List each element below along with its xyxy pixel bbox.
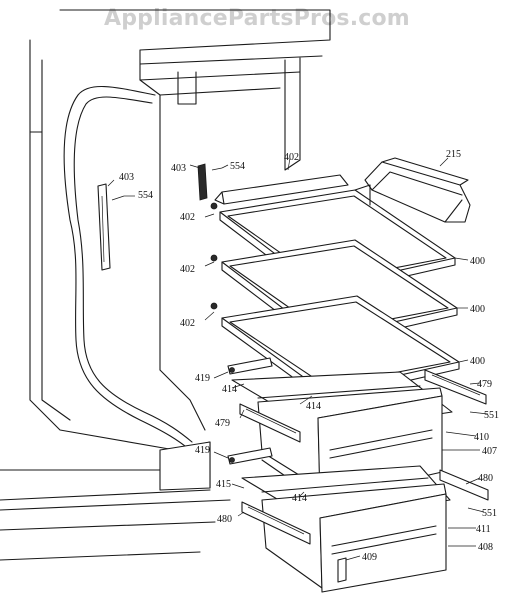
callout-419-upper: 419: [195, 373, 210, 384]
dairy-tray-215: [364, 157, 471, 223]
slide-rail-480-right: [439, 469, 489, 501]
callout-554-left: 554: [138, 190, 153, 201]
screw-554-rear: [211, 167, 223, 171]
roller-419-lower: [227, 447, 273, 465]
screw-554-left: [111, 195, 125, 201]
callout-403-rear: 403: [171, 163, 186, 174]
callout-551-upper: 551: [484, 410, 499, 421]
callout-410: 410: [474, 432, 489, 443]
crisper-drawer-408: [261, 483, 447, 593]
callout-403-left: 403: [119, 172, 134, 183]
callout-402-3: 402: [180, 318, 195, 329]
callout-415: 415: [216, 479, 231, 490]
callout-402-top: 402: [284, 152, 299, 163]
callout-labels: 403 554 403 554 402 215 402 402 402 400 …: [119, 149, 499, 563]
callout-551-lower: 551: [482, 508, 497, 519]
callout-414-lower: 414: [292, 493, 307, 504]
leader-lines: [107, 157, 489, 561]
pin-402-1: [210, 202, 218, 210]
callout-407: 407: [482, 446, 497, 457]
callout-400-2: 400: [470, 304, 485, 315]
callout-411: 411: [476, 524, 491, 535]
pin-402-3: [210, 302, 218, 310]
callout-414-mid: 414: [306, 401, 321, 412]
rear-shelf-support-rail: [197, 163, 208, 201]
pin-402-2: [210, 254, 218, 262]
slide-rail-479-right: [424, 369, 487, 405]
callout-400-3: 400: [470, 356, 485, 367]
callout-400-1: 400: [470, 256, 485, 267]
callout-480-left: 480: [217, 514, 232, 525]
cabinet-liner: [0, 9, 331, 561]
callout-402-2: 402: [180, 264, 195, 275]
left-shelf-support-rail: [97, 183, 111, 271]
slide-rail-479-left: [239, 403, 301, 443]
callout-479-left: 479: [215, 418, 230, 429]
callout-479-right: 479: [477, 379, 492, 390]
slide-rail-480-left: [241, 501, 311, 545]
callout-414-left: 414: [222, 384, 237, 395]
callout-419-lower: 419: [195, 445, 210, 456]
callout-408: 408: [478, 542, 493, 553]
callout-402-1: 402: [180, 212, 195, 223]
callout-554-rear: 554: [230, 161, 245, 172]
callout-480-right: 480: [478, 473, 493, 484]
shelf-rail-402-top: [214, 174, 349, 205]
roller-419-upper: [227, 357, 273, 375]
callout-215: 215: [446, 149, 461, 160]
callout-409: 409: [362, 552, 377, 563]
